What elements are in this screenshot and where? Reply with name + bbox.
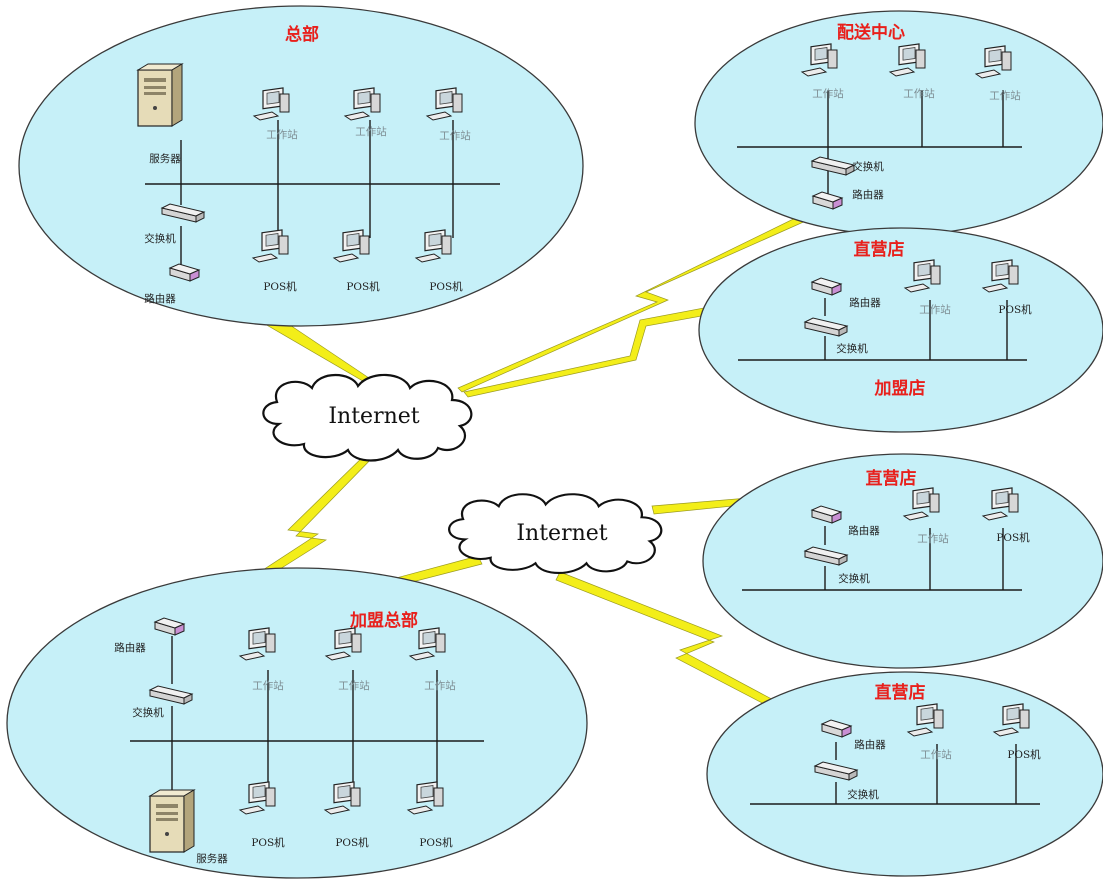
router-label: 路由器 (114, 641, 146, 654)
zone-headquarters: 总部 服务器 工作站 工作站 工作站 交换机 路由器 POS机 POS机 POS… (18, 5, 584, 327)
switch-label: 交换机 (132, 706, 164, 719)
pos-label: POS机 (335, 836, 369, 849)
pos-label: POS机 (251, 836, 285, 849)
pos-label: POS机 (346, 280, 380, 293)
zone-franchise-headquarters: 加盟总部 路由器 交换机 工作站 工作站 工作站 服务器 POS机 POS机 P… (6, 567, 588, 879)
pos-label: POS机 (429, 280, 463, 293)
switch-label: 交换机 (836, 342, 868, 355)
workstation-label: 工作站 (355, 125, 387, 138)
pos-label: POS机 (998, 303, 1032, 316)
switch-label: 交换机 (144, 232, 176, 245)
workstation-label: 工作站 (424, 679, 456, 692)
franchise-hq-ellipse (6, 567, 588, 879)
internet-cloud-2: Internet (448, 493, 663, 575)
pos-label: POS机 (996, 531, 1030, 544)
pos-label: POS机 (1007, 748, 1041, 761)
direct-store-1-title: 直营店 (854, 239, 905, 260)
internet-label: Internet (516, 521, 607, 546)
pos-label: POS机 (419, 836, 453, 849)
router-label: 路由器 (144, 292, 176, 305)
franchise-store-title: 加盟店 (874, 378, 926, 399)
workstation-label: 工作站 (338, 679, 370, 692)
zone-direct-store-2: 直营店 路由器 交换机 工作站 POS机 (702, 453, 1103, 669)
hq-ellipse (18, 5, 584, 327)
switch-label: 交换机 (838, 572, 870, 585)
internet-label: Internet (328, 404, 419, 429)
zone-distribution-center: 配送中心 工作站 工作站 工作站 交换机 路由器 (694, 10, 1103, 236)
workstation-label: 工作站 (917, 532, 949, 545)
switch-label: 交换机 (847, 788, 879, 801)
workstation-label: 工作站 (812, 87, 844, 100)
wan-link-distribution (457, 204, 827, 393)
workstation-label: 工作站 (252, 679, 284, 692)
direct-store-2-title: 直营店 (866, 468, 917, 489)
workstation-label: 工作站 (266, 128, 298, 141)
router-label: 路由器 (852, 188, 884, 201)
router-label: 路由器 (854, 738, 886, 751)
zone-direct-store-1: 直营店 路由器 交换机 工作站 POS机 加盟店 (698, 227, 1103, 433)
hq-title: 总部 (285, 24, 319, 45)
direct-store-3-title: 直营店 (875, 682, 926, 703)
distribution-ellipse (694, 10, 1103, 236)
router-label: 路由器 (849, 296, 881, 309)
internet-cloud-1: Internet (262, 373, 473, 462)
zone-direct-store-3: 直营店 路由器 交换机 工作站 POS机 (706, 671, 1103, 877)
server-label: 服务器 (196, 852, 228, 865)
switch-label: 交换机 (852, 160, 884, 173)
workstation-label: 工作站 (989, 89, 1021, 102)
server-icon (149, 789, 195, 853)
workstation-label: 工作站 (920, 748, 952, 761)
distribution-title: 配送中心 (837, 22, 905, 43)
workstation-label: 工作站 (439, 129, 471, 142)
server-icon (137, 63, 183, 127)
router-label: 路由器 (848, 524, 880, 537)
workstation-label: 工作站 (919, 303, 951, 316)
pos-label: POS机 (263, 280, 297, 293)
server-label: 服务器 (149, 152, 181, 165)
franchise-hq-title: 加盟总部 (349, 610, 418, 631)
workstation-label: 工作站 (903, 87, 935, 100)
